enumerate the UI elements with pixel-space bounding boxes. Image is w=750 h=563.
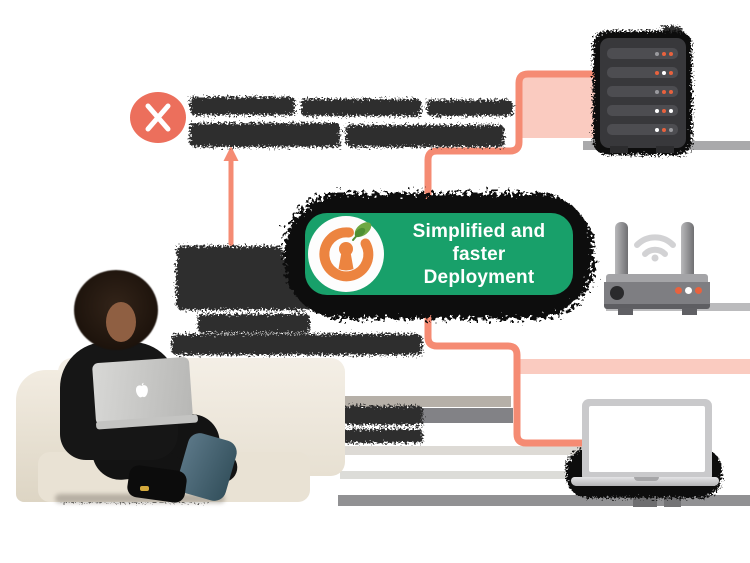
server-led bbox=[662, 70, 666, 75]
router-led bbox=[685, 287, 692, 294]
router-top bbox=[606, 274, 708, 283]
macbook bbox=[91, 356, 194, 426]
server-led bbox=[669, 70, 673, 75]
badge-title-line: faster bbox=[452, 243, 506, 265]
badge-title: Simplified and faster Deployment bbox=[389, 220, 569, 288]
badge-title-line: Deployment bbox=[423, 266, 535, 288]
server-slot bbox=[607, 124, 678, 135]
server-slot bbox=[607, 67, 678, 78]
router-body bbox=[604, 282, 710, 304]
up-arrow bbox=[223, 146, 239, 246]
router-leds bbox=[675, 287, 702, 294]
server-led bbox=[655, 89, 659, 94]
server-led bbox=[662, 89, 666, 94]
woman-face bbox=[106, 302, 136, 342]
server-led bbox=[669, 89, 673, 94]
server-slot bbox=[607, 105, 678, 116]
wifi-signal-icon bbox=[634, 234, 676, 262]
server-foot bbox=[610, 146, 628, 153]
router-antenna bbox=[681, 222, 694, 282]
redacted-scribbles bbox=[58, 26, 682, 502]
router-foot bbox=[682, 308, 697, 315]
router-led bbox=[695, 287, 702, 294]
laptop-screen-panel bbox=[589, 406, 705, 472]
server-slot bbox=[607, 86, 678, 97]
server-led bbox=[655, 108, 659, 113]
router-bottom bbox=[604, 304, 710, 309]
laptop-notch bbox=[634, 477, 659, 481]
server-led bbox=[655, 70, 659, 75]
router-knob bbox=[610, 286, 624, 300]
server-led bbox=[669, 51, 673, 56]
laptop-icon bbox=[582, 399, 712, 478]
x-glyph bbox=[145, 103, 171, 132]
wifi-router-icon bbox=[604, 220, 712, 315]
router-antenna bbox=[615, 222, 628, 282]
router-led bbox=[675, 287, 682, 294]
laptop-base bbox=[571, 477, 719, 486]
brand-logo-circle bbox=[308, 216, 384, 292]
gold-anklet bbox=[140, 486, 149, 491]
router-foot bbox=[618, 308, 633, 315]
server-led bbox=[662, 108, 666, 113]
woman-with-macbook-on-couch-photo bbox=[0, 250, 360, 520]
server-led bbox=[669, 127, 673, 132]
deployment-badge: Simplified and faster Deployment bbox=[305, 213, 573, 295]
couch-shadow bbox=[55, 494, 225, 503]
server-led bbox=[655, 51, 659, 56]
connector-highlight-strips bbox=[520, 77, 750, 374]
server-led bbox=[669, 108, 673, 113]
server-foot bbox=[656, 146, 674, 153]
server-rack-icon bbox=[600, 38, 686, 153]
apple-logo-icon bbox=[135, 382, 148, 398]
badge-title-line: Simplified and bbox=[412, 220, 546, 242]
keyhole-ring-leaf-logo-icon bbox=[319, 222, 374, 282]
server-led bbox=[655, 127, 659, 132]
server-slot bbox=[607, 48, 678, 59]
server-led bbox=[662, 127, 666, 132]
x-circle-icon bbox=[130, 92, 186, 143]
server-led bbox=[662, 51, 666, 56]
